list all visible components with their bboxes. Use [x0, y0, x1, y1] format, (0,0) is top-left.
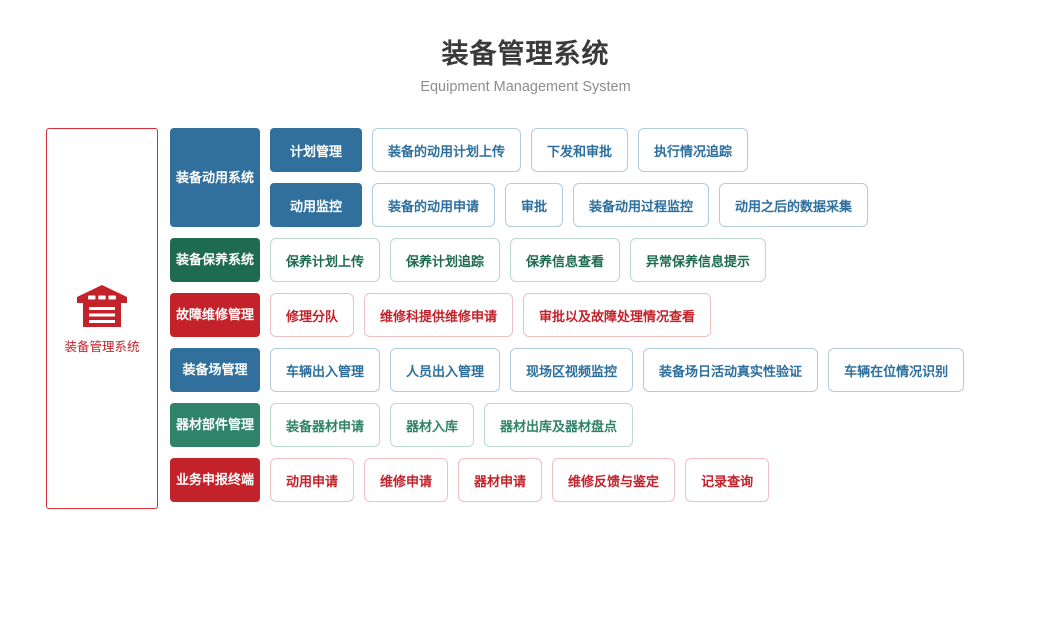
row-content: 计划管理装备的动用计划上传下发和审批执行情况追踪动用监控装备的动用申请审批装备动…	[260, 128, 1050, 227]
category-block[interactable]: 装备动用系统	[170, 128, 260, 227]
item-list: 保养计划上传保养计划追踪保养信息查看异常保养信息提示	[270, 238, 767, 282]
item-list: 装备器材申请器材入库器材出库及器材盘点	[270, 403, 634, 447]
module-item[interactable]: 审批以及故障处理情况查看	[523, 293, 712, 337]
module-item[interactable]: 审批	[505, 183, 564, 227]
module-item[interactable]: 器材入库	[390, 403, 475, 447]
module-rows: 装备动用系统计划管理装备的动用计划上传下发和审批执行情况追踪动用监控装备的动用申…	[170, 128, 1050, 513]
module-item[interactable]: 器材出库及器材盘点	[484, 403, 634, 447]
module-row: 装备保养系统保养计划上传保养计划追踪保养信息查看异常保养信息提示	[170, 238, 1050, 282]
item-list: 修理分队维修科提供维修申请审批以及故障处理情况查看	[270, 293, 712, 337]
module-row: 故障维修管理修理分队维修科提供维修申请审批以及故障处理情况查看	[170, 293, 1050, 337]
item-list: 装备的动用计划上传下发和审批执行情况追踪	[372, 128, 749, 172]
category-block[interactable]: 器材部件管理	[170, 403, 260, 447]
module-item[interactable]: 修理分队	[270, 293, 355, 337]
module-item[interactable]: 装备的动用计划上传	[372, 128, 522, 172]
item-list: 动用申请维修申请器材申请维修反馈与鉴定记录查询	[270, 458, 770, 502]
item-list: 装备的动用申请审批装备动用过程监控动用之后的数据采集	[372, 183, 869, 227]
module-item[interactable]: 下发和审批	[531, 128, 629, 172]
page-subtitle: Equipment Management System	[420, 79, 631, 95]
subgroup-row: 车辆出入管理人员出入管理现场区视频监控装备场日活动真实性验证车辆在位情况识别	[270, 348, 1050, 392]
row-content: 保养计划上传保养计划追踪保养信息查看异常保养信息提示	[260, 238, 1050, 282]
category-block[interactable]: 装备保养系统	[170, 238, 260, 282]
module-item[interactable]: 装备动用过程监控	[573, 183, 710, 227]
subgroup-row: 保养计划上传保养计划追踪保养信息查看异常保养信息提示	[270, 238, 1050, 282]
row-content: 车辆出入管理人员出入管理现场区视频监控装备场日活动真实性验证车辆在位情况识别	[260, 348, 1050, 392]
module-item[interactable]: 保养计划追踪	[390, 238, 501, 282]
item-list: 车辆出入管理人员出入管理现场区视频监控装备场日活动真实性验证车辆在位情况识别	[270, 348, 965, 392]
module-item[interactable]: 动用之后的数据采集	[719, 183, 869, 227]
module-item[interactable]: 执行情况追踪	[638, 128, 749, 172]
module-row: 业务申报终端动用申请维修申请器材申请维修反馈与鉴定记录查询	[170, 458, 1050, 502]
module-item[interactable]: 异常保养信息提示	[630, 238, 767, 282]
subcategory-block[interactable]: 动用监控	[270, 183, 362, 227]
module-item[interactable]: 记录查询	[685, 458, 770, 502]
module-item[interactable]: 维修反馈与鉴定	[552, 458, 676, 502]
row-content: 装备器材申请器材入库器材出库及器材盘点	[260, 403, 1050, 447]
hero-label: 装备管理系统	[64, 339, 140, 354]
subgroup-row: 计划管理装备的动用计划上传下发和审批执行情况追踪	[270, 128, 1050, 172]
warehouse-icon	[75, 283, 129, 329]
row-content: 修理分队维修科提供维修申请审批以及故障处理情况查看	[260, 293, 1050, 337]
module-item[interactable]: 车辆在位情况识别	[828, 348, 965, 392]
subgroup-row: 动用监控装备的动用申请审批装备动用过程监控动用之后的数据采集	[270, 183, 1050, 227]
page-title: 装备管理系统	[441, 39, 610, 69]
category-block[interactable]: 装备场管理	[170, 348, 260, 392]
module-item[interactable]: 动用申请	[270, 458, 355, 502]
subgroup-row: 修理分队维修科提供维修申请审批以及故障处理情况查看	[270, 293, 1050, 337]
module-item[interactable]: 装备场日活动真实性验证	[643, 348, 819, 392]
module-row: 器材部件管理装备器材申请器材入库器材出库及器材盘点	[170, 403, 1050, 447]
module-item[interactable]: 装备的动用申请	[372, 183, 496, 227]
module-item[interactable]: 维修科提供维修申请	[364, 293, 514, 337]
page-header: 装备管理系统 Equipment Management System	[0, 0, 1051, 98]
module-item[interactable]: 保养计划上传	[270, 238, 381, 282]
module-item[interactable]: 维修申请	[364, 458, 449, 502]
subgroup-row: 动用申请维修申请器材申请维修反馈与鉴定记录查询	[270, 458, 1050, 502]
subcategory-block[interactable]: 计划管理	[270, 128, 362, 172]
module-item[interactable]: 现场区视频监控	[510, 348, 634, 392]
module-row: 装备动用系统计划管理装备的动用计划上传下发和审批执行情况追踪动用监控装备的动用申…	[170, 128, 1050, 227]
module-item[interactable]: 保养信息查看	[510, 238, 621, 282]
category-block[interactable]: 故障维修管理	[170, 293, 260, 337]
module-item[interactable]: 器材申请	[458, 458, 543, 502]
module-row: 装备场管理车辆出入管理人员出入管理现场区视频监控装备场日活动真实性验证车辆在位情…	[170, 348, 1050, 392]
module-item[interactable]: 人员出入管理	[390, 348, 501, 392]
module-item[interactable]: 车辆出入管理	[270, 348, 381, 392]
subgroup-row: 装备器材申请器材入库器材出库及器材盘点	[270, 403, 1050, 447]
row-content: 动用申请维修申请器材申请维修反馈与鉴定记录查询	[260, 458, 1050, 502]
category-block[interactable]: 业务申报终端	[170, 458, 260, 502]
system-hero-panel: 装备管理系统	[46, 128, 158, 509]
module-item[interactable]: 装备器材申请	[270, 403, 381, 447]
